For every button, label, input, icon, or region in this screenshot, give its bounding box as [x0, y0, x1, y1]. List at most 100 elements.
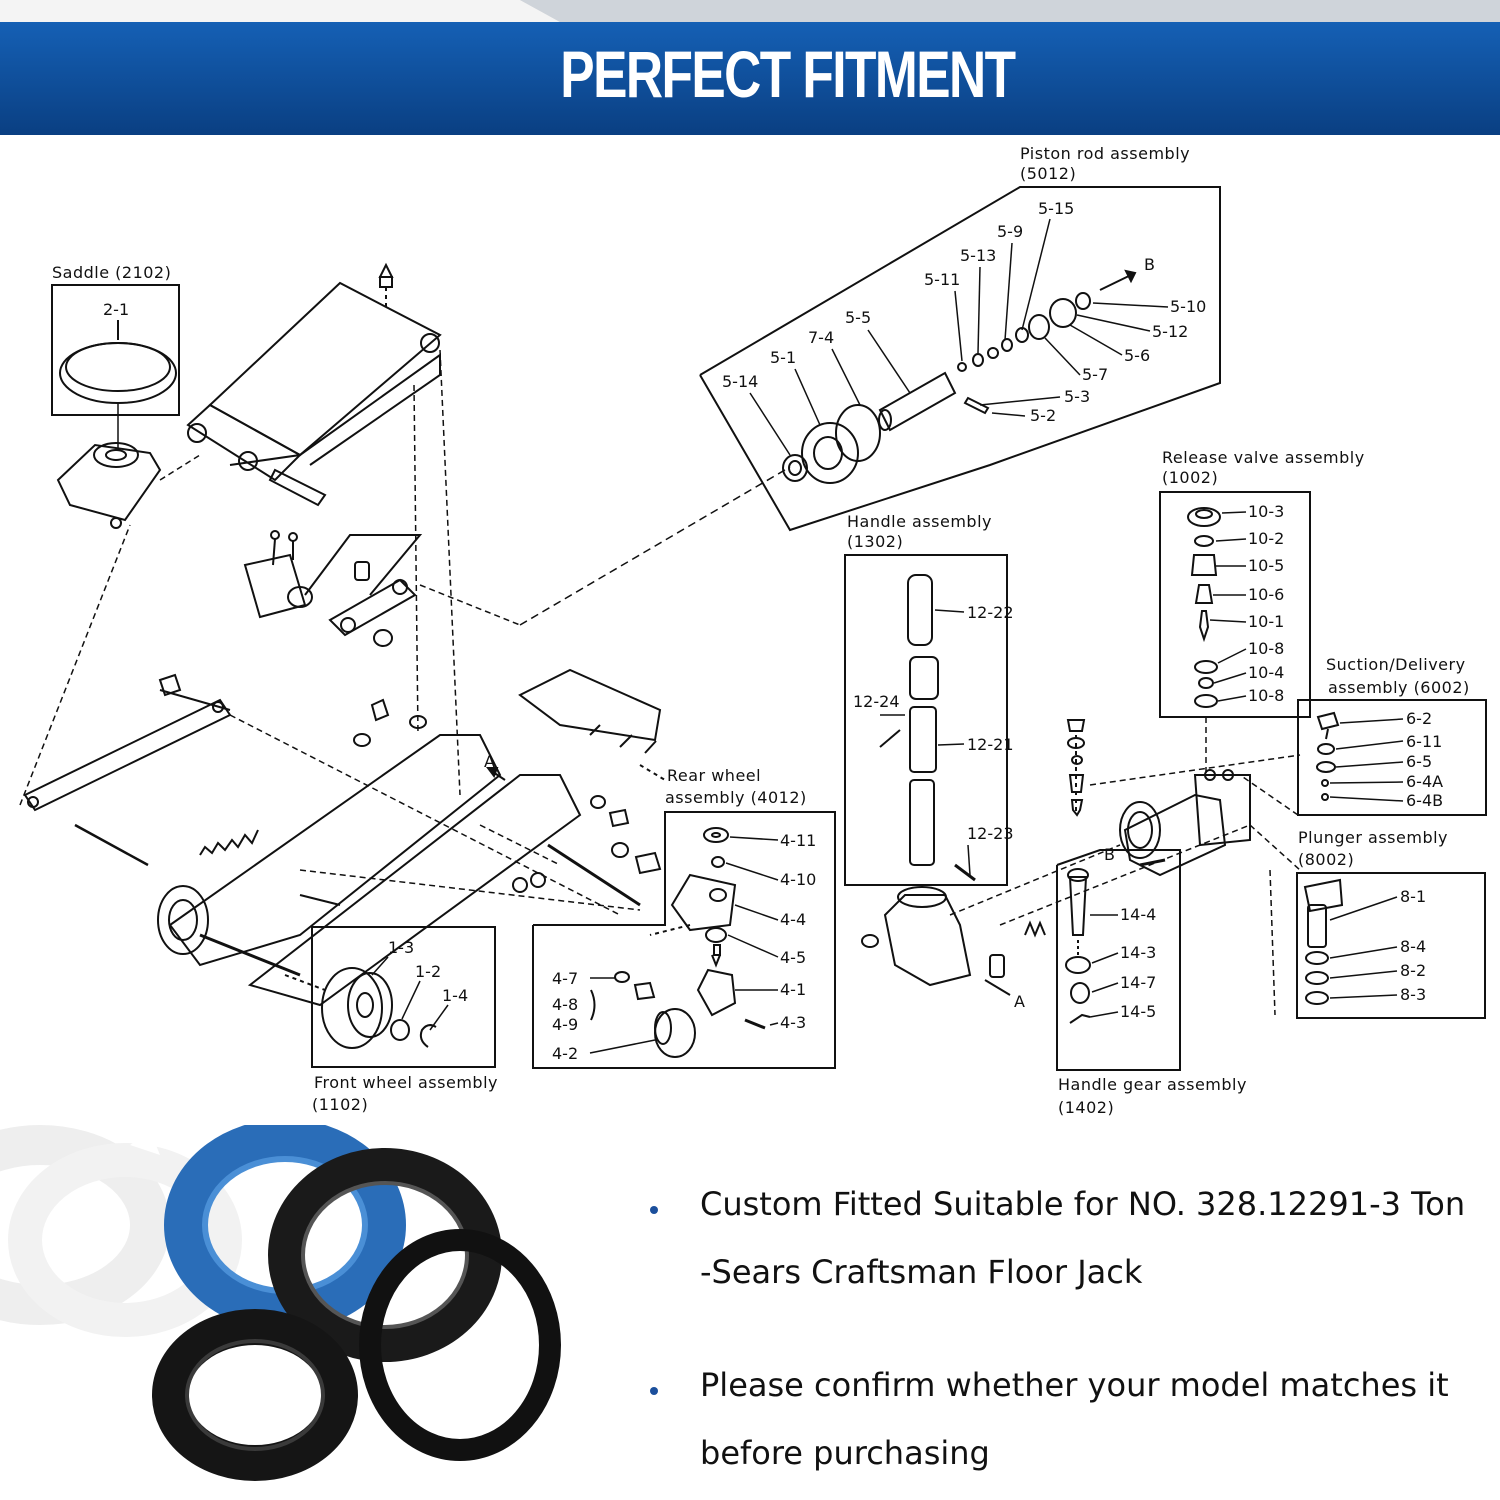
lift-arm-drawing: [186, 262, 461, 796]
marker-a: A: [484, 752, 495, 771]
part-label: 5-7: [1082, 365, 1108, 384]
part-label: 14-7: [1120, 973, 1156, 992]
part-label: 8-2: [1400, 961, 1426, 980]
front-wheel-title: Front wheel assembly: [314, 1073, 498, 1092]
part-label: 10-5: [1248, 556, 1284, 575]
link-arm-drawing: [243, 466, 791, 647]
frame-drawing: A: [19, 524, 666, 1007]
part-label: 5-2: [1030, 406, 1056, 425]
part-label: 4-5: [780, 948, 806, 967]
pump-body-drawing: B A: [949, 719, 1301, 1011]
part-label: 5-10: [1170, 297, 1206, 316]
part-label: 8-3: [1400, 985, 1426, 1004]
suction-delivery-assembly: Suction/Delivery assembly (6002) 6-2 6-1…: [1239, 655, 1487, 816]
rear-wheel-title: Rear wheel: [667, 766, 761, 785]
note-item: Custom Fitted Suitable for NO. 328.12291…: [640, 1170, 1490, 1306]
release-valve-title: Release valve assembly: [1162, 448, 1365, 467]
part-label: 1-4: [442, 986, 468, 1005]
part-label: 10-8: [1248, 686, 1284, 705]
banner-background: [0, 0, 1500, 135]
part-label: 1-2: [415, 962, 441, 981]
parts-diagram: Saddle (2102) 2-1: [19, 144, 1487, 1117]
note-line: Please confirm whether your model matche…: [700, 1366, 1449, 1404]
part-label: 12-22: [967, 603, 1014, 622]
part-label: 12-21: [967, 735, 1014, 754]
part-label: 5-14: [722, 372, 758, 391]
part-label: 10-1: [1248, 612, 1284, 631]
part-label: 5-5: [845, 308, 871, 327]
header-banner: PERFECT FITMENT: [0, 0, 1500, 135]
part-label: 6-4B: [1406, 791, 1443, 810]
front-wheel-code: (1102): [312, 1095, 368, 1114]
suction-code: assembly (6002): [1328, 678, 1470, 697]
part-label: 4-7: [552, 969, 578, 988]
part-label: 10-8: [1248, 639, 1284, 658]
note-item: Please confirm whether your model matche…: [640, 1351, 1490, 1487]
part-label: 12-24: [853, 692, 900, 711]
banner-title: PERFECT FITMENT: [560, 37, 1016, 111]
marker-b: B: [1104, 845, 1115, 864]
part-label: 8-4: [1400, 937, 1426, 956]
front-wheel-assembly: Front wheel assembly (1102) 1-3 1-2 1-4: [284, 926, 498, 1114]
piston-rod-title: Piston rod assembly: [1020, 144, 1190, 163]
handle-assembly: Handle assembly (1302) 12-22 12-24 12-21…: [844, 512, 1014, 987]
part-label: 1-3: [388, 938, 414, 957]
part-label: 6-2: [1406, 709, 1432, 728]
marker-a: A: [1014, 992, 1025, 1011]
bullet-dot: [650, 1206, 658, 1214]
part-label: 14-4: [1120, 905, 1156, 924]
part-label: 8-1: [1400, 887, 1426, 906]
release-valve-code: (1002): [1162, 468, 1218, 487]
handle-title: Handle assembly: [847, 512, 992, 531]
handle-code: (1302): [847, 532, 903, 551]
rear-wheel-code: assembly (4012): [665, 788, 807, 807]
white-backup-ring: [8, 1130, 242, 1337]
part-label: 5-15: [1038, 199, 1074, 218]
part-label: 4-10: [780, 870, 816, 889]
piston-rod-code: (5012): [1020, 164, 1076, 183]
part-label: 4-11: [780, 831, 816, 850]
part-label: 5-11: [924, 270, 960, 289]
part-label: 10-2: [1248, 529, 1284, 548]
part-label: 4-9: [552, 1015, 578, 1034]
handle-gear-title: Handle gear assembly: [1058, 1075, 1247, 1094]
part-label: 5-1: [770, 348, 796, 367]
part-label: 6-5: [1406, 752, 1432, 771]
note-line: before purchasing: [700, 1434, 990, 1472]
part-label: 5-13: [960, 246, 996, 265]
plunger-assembly: Plunger assembly (8002) 8-1 8-4 8-2 8-3: [1269, 828, 1486, 1019]
black-o-ring: [359, 1229, 561, 1461]
marker-b: B: [1144, 255, 1155, 274]
handle-gear-assembly: Handle gear assembly (1402) 14-4 14-3 14…: [1056, 849, 1247, 1117]
part-label: 4-3: [780, 1013, 806, 1032]
part-label: 2-1: [103, 300, 129, 319]
release-valve-assembly: Release valve assembly (1002) 10-3 10-2 …: [1159, 448, 1365, 775]
part-label: 6-4A: [1406, 772, 1443, 791]
part-label: 4-8: [552, 995, 578, 1014]
part-label: 10-6: [1248, 585, 1284, 604]
part-label: 6-11: [1406, 732, 1442, 751]
suction-title: Suction/Delivery: [1326, 655, 1466, 674]
part-label: 10-3: [1248, 502, 1284, 521]
part-label: 14-5: [1120, 1002, 1156, 1021]
note-line: -Sears Craftsman Floor Jack: [700, 1253, 1143, 1291]
part-label: 5-6: [1124, 346, 1150, 365]
saddle-assembly: Saddle (2102) 2-1: [51, 263, 180, 450]
bullet-dot: [650, 1387, 658, 1395]
part-label: 4-2: [552, 1044, 578, 1063]
plunger-title: Plunger assembly: [1298, 828, 1448, 847]
part-label: 10-4: [1248, 663, 1284, 682]
part-label: 5-9: [997, 222, 1023, 241]
note-line: Custom Fitted Suitable for NO. 328.12291…: [700, 1185, 1466, 1223]
part-label: 7-4: [808, 328, 834, 347]
part-label: 12-23: [967, 824, 1014, 843]
part-label: 5-3: [1064, 387, 1090, 406]
saddle-mount-drawing: [56, 442, 201, 529]
fitment-notes: Custom Fitted Suitable for NO. 328.12291…: [640, 1170, 1490, 1487]
handle-gear-code: (1402): [1058, 1098, 1114, 1117]
black-wiper-seal: [152, 1309, 358, 1481]
saddle-title: Saddle (2102): [52, 263, 171, 282]
part-label: 4-1: [780, 980, 806, 999]
part-label: 14-3: [1120, 943, 1156, 962]
rear-wheel-assembly: Rear wheel assembly (4012) 4-11 4-10 4-4…: [532, 766, 836, 1069]
